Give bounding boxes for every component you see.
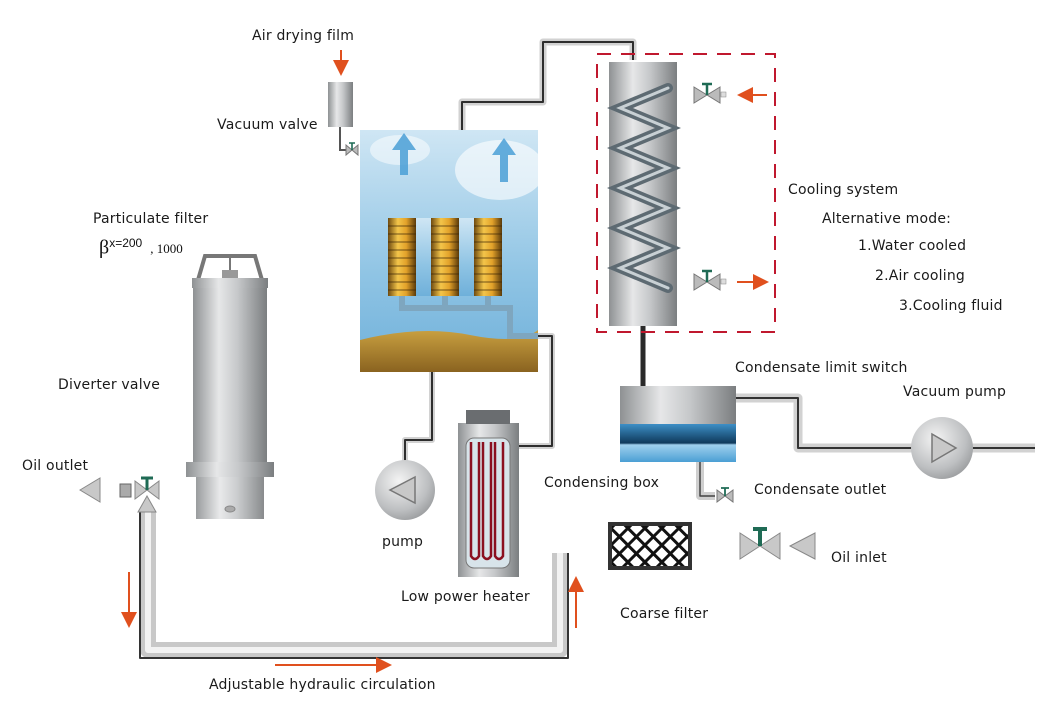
coarse-filter xyxy=(608,522,692,570)
particulate-filter-housing xyxy=(186,254,274,519)
coolant-inlet-valve-icon[interactable] xyxy=(693,82,727,104)
label-cooling-system: Cooling system xyxy=(788,182,899,198)
heating-coil xyxy=(474,218,502,296)
label-mode-water-cooled: 1.Water cooled xyxy=(858,238,967,254)
cooling-system-boundary xyxy=(596,53,776,333)
air-drying-film-canister xyxy=(328,82,353,151)
label-condensate-limit-switch: Condensate limit switch xyxy=(735,360,908,376)
beta-ratio: βx=200 , 1000 xyxy=(99,236,183,259)
oil-inlet-arrow-icon xyxy=(788,532,816,560)
label-pump: pump xyxy=(382,534,424,550)
vacuum-dryer-tank xyxy=(360,130,545,372)
label-condensing-box: Condensing box xyxy=(544,475,660,491)
beta-symbol: β xyxy=(99,236,110,259)
label-condensate-outlet: Condensate outlet xyxy=(754,482,887,498)
vacuum-valve-icon[interactable] xyxy=(345,142,359,157)
vapor-arrow-icon xyxy=(492,138,516,182)
pipe-condensate-drain xyxy=(696,462,715,500)
pipe-dryer-to-pump xyxy=(402,372,435,462)
label-mode-cooling-fluid: 3.Cooling fluid xyxy=(899,298,1003,314)
label-coarse-filter: Coarse filter xyxy=(620,606,709,622)
label-diverter-valve: Diverter valve xyxy=(58,377,161,393)
beta-value: , 1000 xyxy=(150,241,183,257)
pipe-condenser-to-vacuum-pump xyxy=(736,393,918,453)
beta-superscript: x=200 xyxy=(109,236,143,250)
label-particulate-filter: Particulate filter xyxy=(93,211,209,227)
oil-outlet-arrow-icon xyxy=(79,477,101,503)
condensing-box xyxy=(620,386,736,462)
label-air-drying-film: Air drying film xyxy=(252,28,355,44)
vacuum-pump-icon[interactable] xyxy=(911,417,973,479)
label-vacuum-valve: Vacuum valve xyxy=(217,117,318,133)
diverter-valve-icon[interactable] xyxy=(134,476,160,513)
cooling-coil-column xyxy=(607,62,681,326)
low-power-heater xyxy=(458,410,519,577)
oil-pump-icon[interactable] xyxy=(375,460,435,520)
label-adjustable-hydraulic-circulation: Adjustable hydraulic circulation xyxy=(209,677,436,693)
vapor-arrow-icon xyxy=(392,133,416,175)
label-mode-air-cooling: 2.Air cooling xyxy=(875,268,965,284)
heating-coil xyxy=(431,218,459,296)
oil-outlet-fitting xyxy=(79,477,132,503)
label-vacuum-pump: Vacuum pump xyxy=(903,384,1007,400)
label-alternative-mode: Alternative mode: xyxy=(822,211,952,227)
label-oil-inlet: Oil inlet xyxy=(831,550,887,566)
coolant-outlet-valve-icon[interactable] xyxy=(693,269,727,291)
heating-coil xyxy=(388,218,416,296)
label-oil-outlet: Oil outlet xyxy=(22,458,89,474)
heating-coil-bank xyxy=(388,218,502,296)
pipe-dryer-to-cooler xyxy=(458,38,637,130)
condensate-outlet-valve-icon[interactable] xyxy=(716,487,734,503)
oil-inlet-valve-icon[interactable] xyxy=(739,527,781,560)
label-low-power-heater: Low power heater xyxy=(401,589,530,605)
